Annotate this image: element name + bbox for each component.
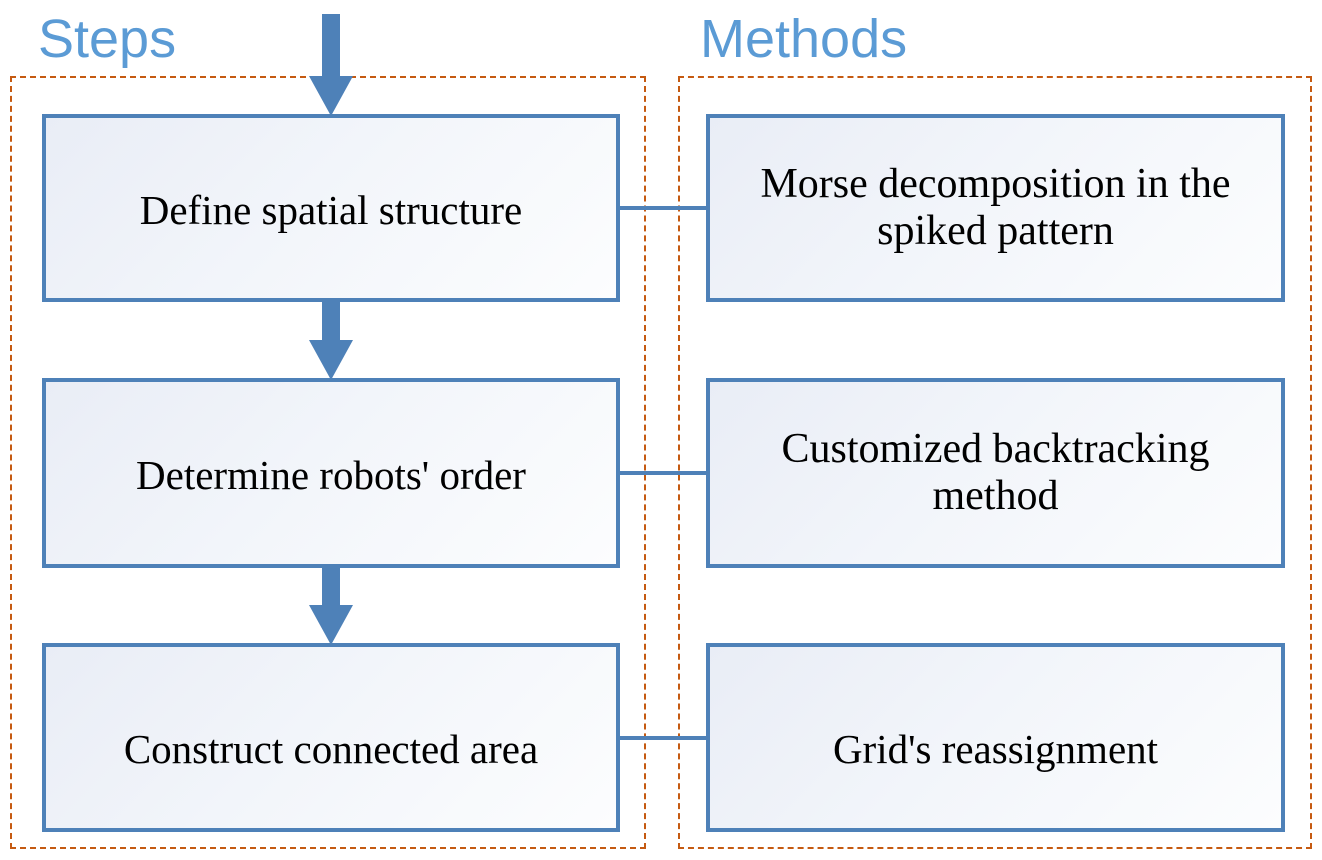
connector-row-3 — [618, 736, 708, 740]
step-box-1[interactable]: Define spatial structure — [42, 114, 620, 302]
down-arrow-icon-entry — [309, 14, 353, 116]
method-box-3[interactable]: Grid's reassignment — [706, 643, 1285, 832]
arrow-head — [309, 76, 353, 116]
arrow-head — [309, 605, 353, 645]
methods-group-panel — [678, 76, 1312, 849]
step-box-2-label: Determine robots' order — [136, 451, 526, 498]
method-box-2-label: Customized backtracking method — [781, 425, 1210, 519]
arrow-shaft — [322, 14, 340, 76]
arrow-head — [309, 340, 353, 380]
down-arrow-icon-step1-to-step2 — [309, 300, 353, 380]
step-box-3-label: Construct connected area — [123, 726, 539, 773]
arrow-shaft — [322, 565, 340, 605]
connector-row-1 — [618, 206, 708, 210]
connector-row-2 — [618, 471, 708, 475]
methods-column-heading: Methods — [700, 9, 908, 69]
method-box-1[interactable]: Morse decomposition in the spiked patter… — [706, 114, 1285, 302]
step-box-1-label: Define spatial structure — [139, 186, 523, 233]
method-box-2[interactable]: Customized backtracking method — [706, 378, 1285, 568]
steps-column-heading: Steps — [38, 9, 177, 69]
step-box-2[interactable]: Determine robots' order — [42, 378, 620, 568]
down-arrow-icon-step2-to-step3 — [309, 565, 353, 645]
step-box-3[interactable]: Construct connected area — [42, 643, 620, 832]
method-box-3-label: Grid's reassignment — [832, 726, 1159, 773]
method-box-1-label: Morse decomposition in the spiked patter… — [760, 160, 1231, 254]
arrow-shaft — [322, 300, 340, 340]
